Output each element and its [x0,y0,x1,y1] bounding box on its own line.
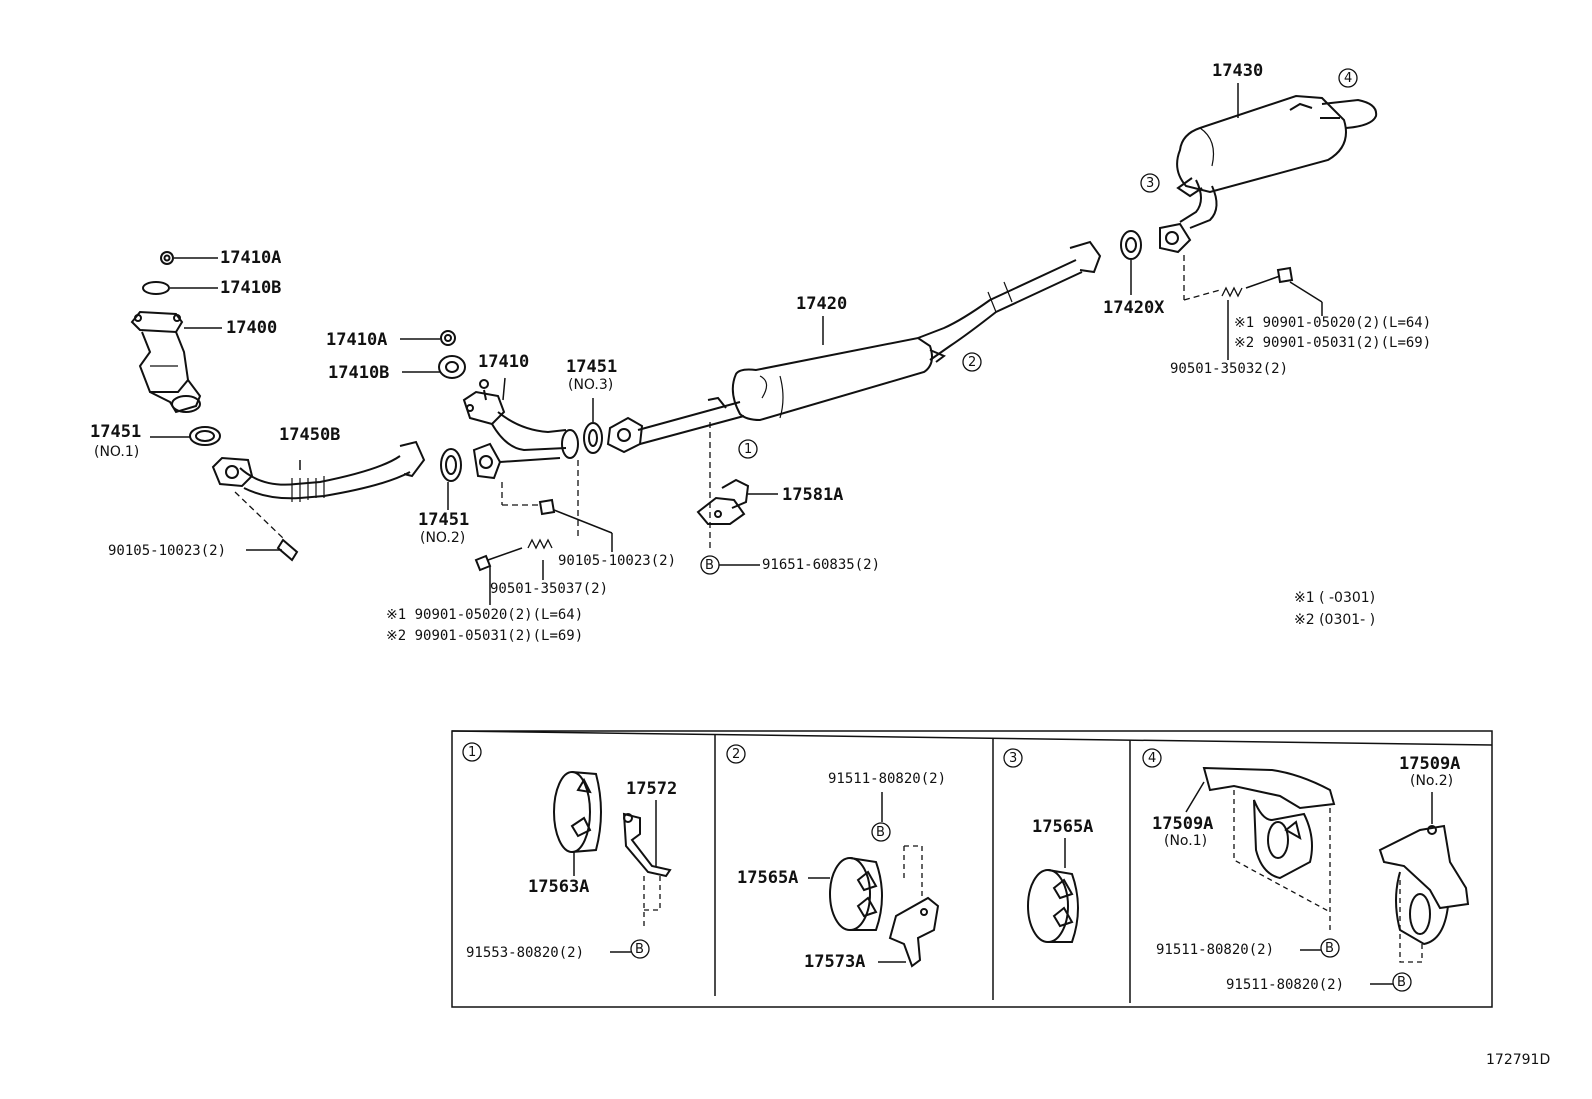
panel2-marker-B: B [876,825,885,840]
panel4-label-bolt-b: 91511-80820(2) [1226,977,1345,993]
panel4-label-17509A-no2-sub: (No.2) [1410,773,1454,789]
panel3-label-17565A: 17565A [1032,817,1094,837]
rubber-hanger-17565A-p3-icon [1027,869,1079,943]
bracket-17509A-no2-icon [1378,824,1470,946]
panel1-circle-B-icon [630,939,650,959]
panel4-label-bolt-a: 91511-80820(2) [1156,942,1275,958]
nut-17410A-b-icon [440,330,456,346]
panel4-marker-B-b: B [1397,975,1406,990]
panel1-label-17572: 17572 [626,779,678,799]
circle-marker-1-icon [738,439,758,459]
note-1: ※1 ( -0301) [1294,590,1376,606]
panel3-circle-icon [1003,748,1023,768]
marker-4-text: 4 [1344,71,1353,86]
center-pipe-17410-icon [462,379,579,480]
marker-2-text: 2 [968,355,977,370]
label-17410A-b: 17410A [326,330,388,350]
panel4-label-17509A-no2: 17509A [1399,754,1461,774]
label-17451-no1: 17451 [90,422,142,442]
panel2-label-17565A: 17565A [737,868,799,888]
label-spring-90501-37: 90501-35037(2) [490,581,609,597]
panel4-label-17509A-no1-sub: (No.1) [1164,833,1208,849]
label-17451-no3-sub: (NO.3) [568,377,614,393]
panel2-circle-B-icon [871,822,891,842]
label-17450B: 17450B [279,425,341,445]
label-bolt-90901-05031-a: ※2 90901-05031(2)(L=69) [386,628,584,644]
label-17581A: 17581A [782,485,844,505]
nut-17410A-icon [160,251,174,265]
panel2-label-17573A: 17573A [804,952,866,972]
rubber-hanger-17563A-icon [553,771,602,853]
reference-code: 172791D [1486,1052,1551,1068]
panel4-circle-B-b-icon [1392,972,1412,992]
label-17410B-b: 17410B [328,363,390,383]
label-17410B-a: 17410B [220,278,282,298]
panel4-circle-B-a-icon [1320,938,1340,958]
tail-muffler-17430-icon [1159,94,1378,254]
gasket-17451-no1-icon [189,426,221,446]
panel4-number: 4 [1148,751,1157,766]
label-17451-no3: 17451 [566,357,618,377]
panel1-number: 1 [468,745,477,760]
label-17451-no2-sub: (NO.2) [420,530,466,546]
label-17420: 17420 [796,294,848,314]
note-2: ※2 (0301- ) [1294,612,1376,628]
panel4-circle-icon [1142,748,1162,768]
catalytic-converter-17400-icon [130,310,202,414]
hanger-17581A-icon [696,478,750,525]
bolt-90901-a-icon [474,547,523,572]
panel1-label-bolt: 91553-80820(2) [466,945,585,961]
circle-marker-3-icon [1140,173,1160,193]
label-17410: 17410 [478,352,530,372]
panel1-circle-icon [462,742,482,762]
label-17410A-a: 17410A [220,248,282,268]
rubber-hanger-17565A-p2-icon [829,857,883,931]
label-17400: 17400 [226,318,278,338]
panel2-label-bolt: 91511-80820(2) [828,771,947,787]
bracket-17573A-icon [888,896,940,968]
panel4-label-17509A-no1: 17509A [1152,814,1214,834]
spring-90501-icon [527,538,553,550]
label-bolt-90105-b: 90105-10023(2) [558,553,677,569]
label-17430: 17430 [1212,61,1264,81]
detail-panels-frame [451,730,1493,1008]
panel1-label-17563A: 17563A [528,877,590,897]
panel2-number: 2 [732,747,741,762]
circle-marker-2-icon [962,352,982,372]
label-bolt-90901-05020-a: ※1 90901-05020(2)(L=64) [386,607,584,623]
front-pipe-17450B-icon [211,440,426,502]
bolt-90901-b-icon [1245,266,1294,289]
circle-marker-4-icon [1338,68,1358,88]
label-17420X: 17420X [1103,298,1165,318]
label-17451-no2: 17451 [418,510,470,530]
bracket-17572-icon [622,812,672,878]
label-bolt-91651: 91651-60835(2) [762,557,881,573]
spring-90501-b-icon [1221,286,1243,298]
gasket-17410B-icon [142,281,170,295]
panel2-circle-icon [726,744,746,764]
panel1-marker-B: B [635,942,644,957]
bolt-90105-b-icon [538,498,556,516]
gasket-17451-no2-icon [440,448,462,482]
marker-1-text: 1 [744,442,753,457]
gasket-17451-no3-icon [583,422,603,454]
label-bolt-90901-05020-b: ※1 90901-05020(2)(L=64) [1234,315,1432,331]
label-spring-90501-32: 90501-35032(2) [1170,361,1289,377]
marker-3-text: 3 [1146,176,1155,191]
label-bolt-90105-a: 90105-10023(2) [108,543,227,559]
marker-B-text: B [705,558,714,573]
bolt-90105-a-icon [276,538,299,562]
label-bolt-90901-05031-b: ※2 90901-05031(2)(L=69) [1234,335,1432,351]
center-muffler-17420-icon [606,240,1102,454]
gasket-17410B-b-icon [438,355,466,379]
label-17451-no1-sub: (NO.1) [94,444,140,460]
bracket-17509A-no1-icon [1202,766,1336,880]
panel4-marker-B-a: B [1325,941,1334,956]
gasket-17420X-icon [1120,230,1142,260]
panel3-number: 3 [1009,751,1018,766]
